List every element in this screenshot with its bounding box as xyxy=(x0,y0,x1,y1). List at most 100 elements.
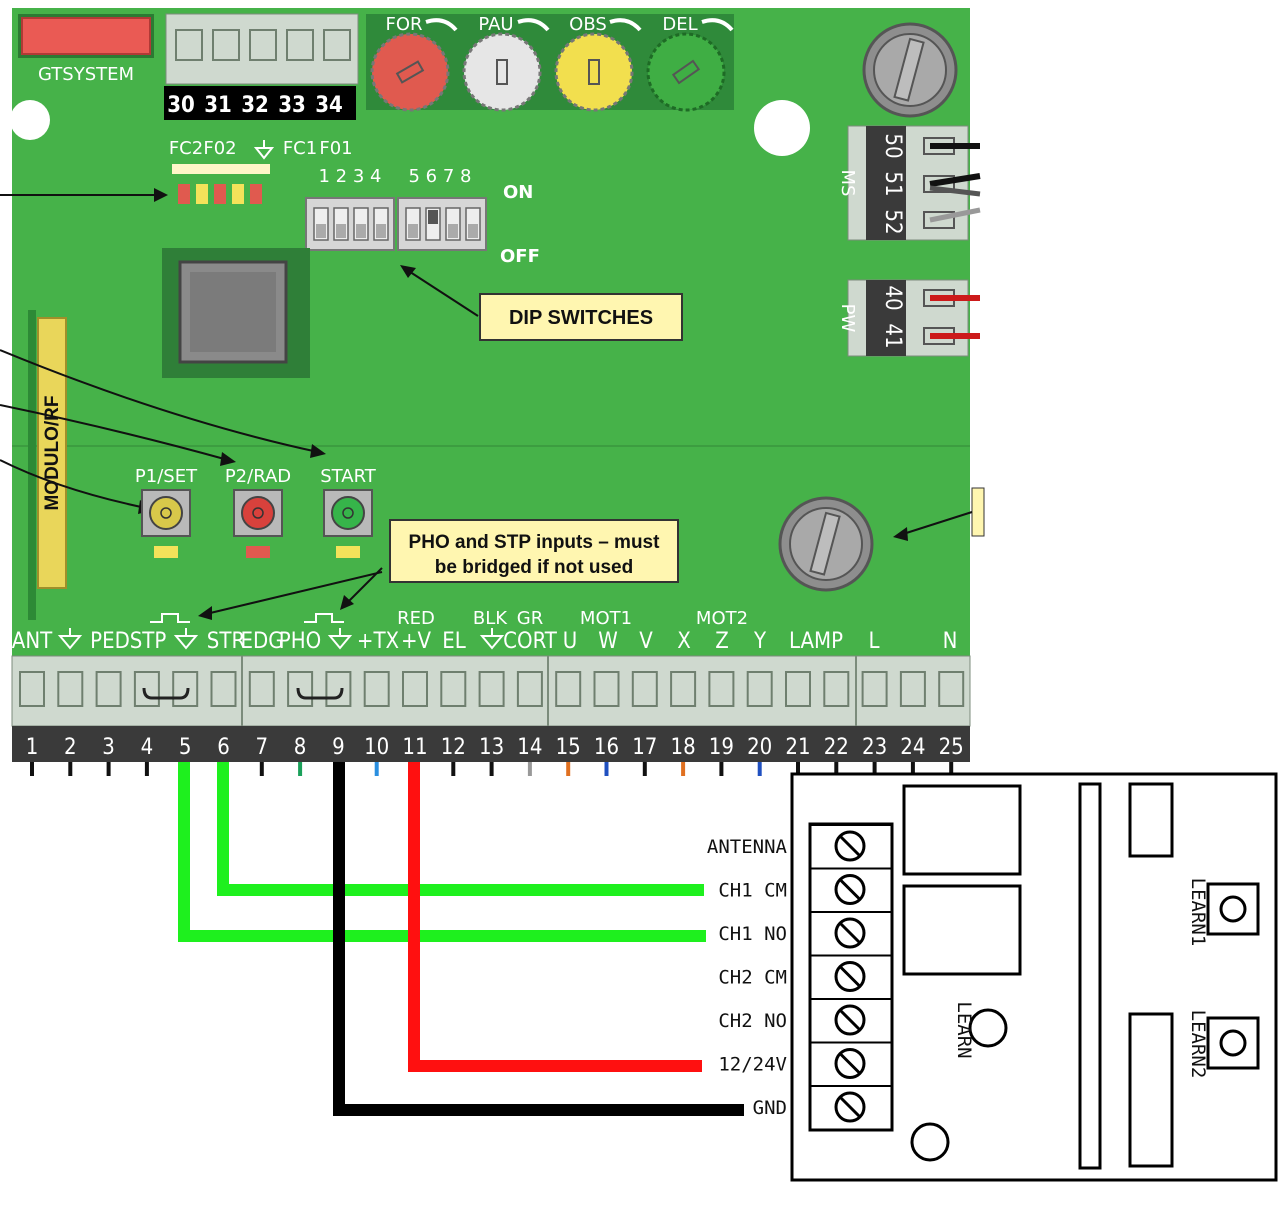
terminal-screw xyxy=(861,671,888,707)
bottom-terminal-number: 9 xyxy=(332,735,345,760)
trimmer-label: OBS xyxy=(569,14,607,35)
wire-ch1-cm xyxy=(217,762,704,896)
group-label: GR xyxy=(517,608,543,629)
receiver-terminal-label: ANTENNA xyxy=(707,836,788,858)
bottom-label: LAMP xyxy=(789,629,843,654)
mounting-hole xyxy=(754,100,810,156)
bottom-terminal-number: 20 xyxy=(747,735,772,760)
terminal-screw xyxy=(210,671,237,707)
bottom-label: CORT xyxy=(503,629,558,654)
trimmer-arrow-icon xyxy=(425,18,458,32)
bottom-label: U xyxy=(563,629,578,654)
receiver-terminal-label: 12/24V xyxy=(718,1054,787,1076)
bottom-label: EDG xyxy=(240,629,283,654)
dip-off-label: OFF xyxy=(500,246,540,267)
bottom-label: ANT xyxy=(12,629,53,654)
pho-stp-callout xyxy=(389,519,679,583)
receiver-terminal-label: CH2 NO xyxy=(718,1010,787,1032)
trimmer-slot xyxy=(671,59,701,85)
microcontroller-chip xyxy=(162,248,310,378)
trimmer-label: PAU xyxy=(478,14,513,35)
bottom-terminal-number: 6 xyxy=(217,735,230,760)
contact-icon xyxy=(304,613,344,623)
bottom-label: EL xyxy=(442,629,466,654)
bottom-label: Z xyxy=(715,629,729,654)
top-terminal-label: F02 xyxy=(203,138,236,159)
terminal-screw xyxy=(708,671,735,707)
dip-switch-knob xyxy=(468,224,478,238)
group-label: MOT1 xyxy=(580,608,632,629)
group-label: RED xyxy=(397,608,435,629)
terminal-screw xyxy=(57,671,84,707)
relay xyxy=(902,884,1022,976)
bottom-terminal-number: 12 xyxy=(441,735,466,760)
terminal-pin xyxy=(489,762,494,776)
trimmer-slot xyxy=(588,59,600,85)
bottom-terminal-block xyxy=(11,655,971,727)
svg-text:DIP SWITCHES: DIP SWITCHES xyxy=(509,307,653,329)
trimmer-knob-icon xyxy=(554,32,634,112)
bottom-terminal-number: 17 xyxy=(632,735,657,760)
brand-label: GTSYSTEM xyxy=(38,64,134,85)
trimmer-label: DEL xyxy=(662,14,697,35)
terminal-pin xyxy=(527,762,532,776)
arrow-icon xyxy=(220,452,236,466)
pho-bridge xyxy=(296,687,344,700)
bottom-label: Y xyxy=(753,629,767,654)
bottom-label: STR xyxy=(207,629,246,654)
terminal-pin xyxy=(298,762,303,776)
bottom-terminal-number: 25 xyxy=(939,735,964,760)
dip-switch-knob xyxy=(356,224,366,238)
terminal-screw xyxy=(325,671,352,707)
trimmer-knob-icon xyxy=(370,32,450,112)
terminal-pin xyxy=(757,762,762,776)
terminal-screw xyxy=(363,671,390,707)
mounting-hole xyxy=(10,100,50,140)
module-label: MODULO/RF xyxy=(42,395,63,510)
wire-ch1-no xyxy=(178,762,706,942)
dip-on-label: ON xyxy=(503,182,533,203)
bottom-terminal-number: 23 xyxy=(862,735,887,760)
arrow-icon xyxy=(154,188,168,202)
rf-module-slot xyxy=(37,317,67,589)
ground-icon xyxy=(57,628,83,650)
dip-numbers-b: 5 6 7 8 xyxy=(409,166,472,187)
trimmer-slot xyxy=(496,59,508,85)
terminal-screw xyxy=(631,671,658,707)
terminal-pin xyxy=(259,762,264,776)
ground-icon xyxy=(173,628,199,650)
bottom-label: STP xyxy=(130,629,167,654)
learn2-label: LEARN2 xyxy=(1187,1010,1209,1079)
button-center xyxy=(160,507,172,519)
dip-switch-knob xyxy=(316,224,326,238)
terminal-pin xyxy=(106,762,111,776)
receiver-terminal-label: CH1 CM xyxy=(718,880,787,902)
bottom-label: +V xyxy=(401,629,432,654)
terminal-pin xyxy=(910,762,915,776)
wire-gnd xyxy=(333,762,744,1116)
top-terminal-label: FC2 xyxy=(169,138,203,159)
dip-numbers-a: 1 2 3 4 xyxy=(319,166,382,187)
button-label: P2/RAD xyxy=(225,466,291,487)
bottom-label: N xyxy=(943,629,958,654)
bottom-label: +TX xyxy=(357,629,399,654)
terminal-pin xyxy=(949,762,954,776)
trimmer-arrow-icon xyxy=(517,18,550,32)
bottom-label: PHO xyxy=(279,629,321,654)
button-label: START xyxy=(320,466,377,487)
dip-switch-knob xyxy=(408,224,418,238)
top-terminal-number: 31 xyxy=(204,93,232,118)
terminal-pin xyxy=(144,762,149,776)
bottom-terminal-number: 21 xyxy=(785,735,810,760)
learn1-button xyxy=(1206,882,1260,936)
terminal-screw xyxy=(402,671,428,707)
svg-text:be bridged if not used: be bridged if not used xyxy=(435,557,633,578)
top-terminal-number: 33 xyxy=(278,93,306,118)
learn-led xyxy=(968,1008,1008,1048)
stp-bridge xyxy=(142,687,190,700)
button-label: P1/SET xyxy=(135,466,198,487)
bottom-terminal-number: 22 xyxy=(824,735,849,760)
terminal-screw xyxy=(899,671,926,707)
